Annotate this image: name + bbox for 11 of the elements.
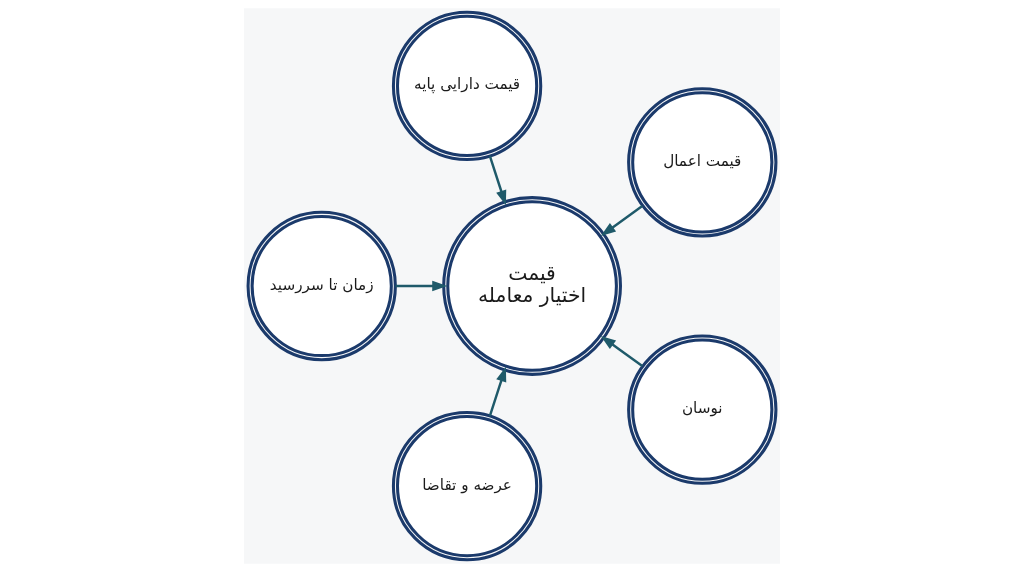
node-circle: قیمت اعمال (627, 87, 778, 238)
node-circle: عرضه و تقاضا (391, 410, 543, 562)
arrow (488, 366, 507, 417)
node-circle: نوسان (627, 334, 778, 485)
arrow (395, 280, 448, 292)
arrow (600, 204, 643, 237)
arrow (488, 155, 507, 206)
arrow (600, 335, 643, 368)
node-circle: قیمت دارایی پایه (391, 10, 543, 162)
node-circle: زمان تا سررسید (246, 210, 397, 362)
node-circle: قیمت اختیار معامله (442, 196, 622, 376)
